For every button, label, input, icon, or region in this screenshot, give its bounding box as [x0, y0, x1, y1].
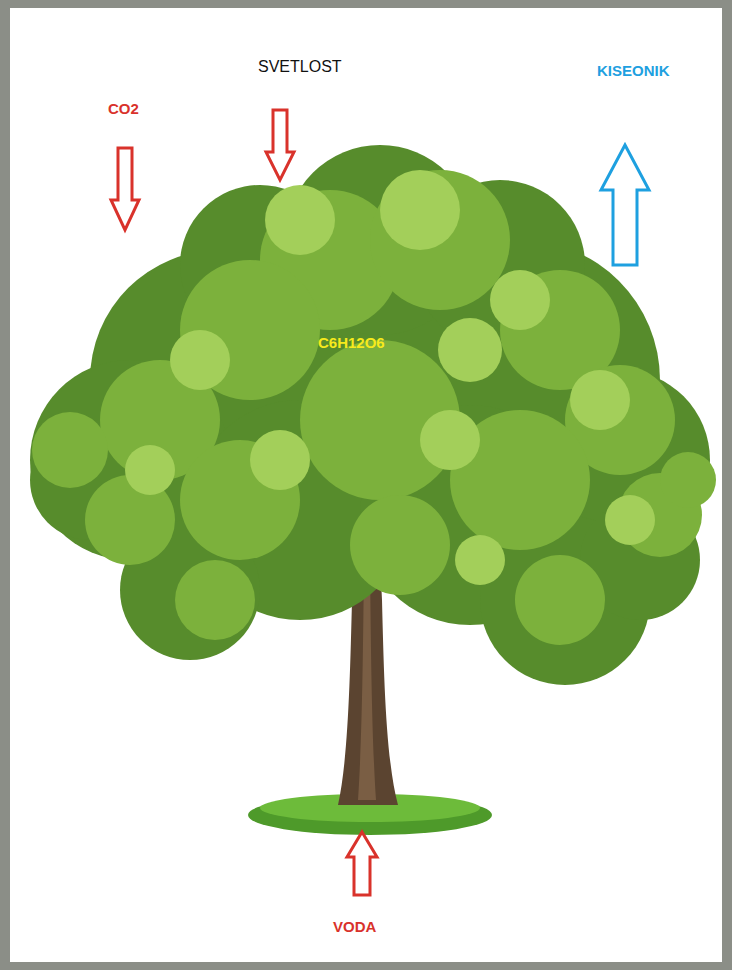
gas-label: CO2 — [108, 100, 139, 118]
co2-arrow — [111, 148, 139, 230]
gas-label: KISEONIK — [597, 62, 670, 80]
water-arrow — [347, 832, 377, 895]
oxygen-arrow — [601, 145, 649, 265]
formula-label: C6H12O6 — [318, 334, 385, 352]
water-label: VODA — [333, 918, 376, 936]
light-arrow — [266, 110, 294, 180]
light-label: SVETLOST — [258, 58, 342, 76]
